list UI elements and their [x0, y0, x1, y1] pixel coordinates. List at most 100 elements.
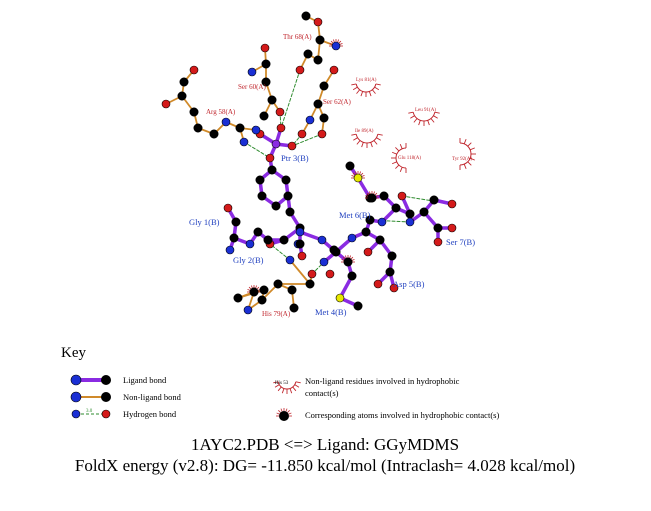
carbon-atom: [281, 175, 291, 185]
carbon-atom: [267, 165, 277, 175]
carbon-atom: [287, 285, 297, 295]
carbon-atom: [361, 227, 371, 237]
label-met4: Met 4(B): [315, 307, 347, 317]
carbon-atom: [405, 209, 415, 219]
carbon-atom: [231, 217, 241, 227]
label-thr68: Thr 68(A): [283, 33, 312, 41]
carbon-atom: [353, 301, 363, 311]
caption-energy: FoldX energy (v2.8): DG= -11.850 kcal/mo…: [75, 456, 575, 475]
hydrophobic-arc-spike: [374, 86, 380, 91]
legend-hydrophobic-label-2: contact(s): [305, 388, 339, 398]
oxygen-atom: [317, 129, 327, 139]
nitrogen-atom: [225, 245, 235, 255]
hydrophobic-contact-spike: [351, 174, 355, 177]
carbon-atom: [263, 235, 273, 245]
nitrogen-atom: [317, 235, 327, 245]
legend-hydrophobic-residue: His 53 Non-ligand residues involved in h…: [273, 376, 460, 398]
hydrophobic-arc-spike: [368, 91, 372, 97]
hydrophobic-contact-spike: [344, 255, 347, 259]
hydrophobic-arc-spike: [410, 115, 415, 119]
label-tyr92: Tyr 92(A): [452, 157, 472, 162]
hydrophobic-arc-spike: [408, 111, 414, 114]
carbon-atom: [261, 59, 271, 69]
label-his79: His 79(A): [262, 310, 291, 318]
oxygen-atom: [307, 269, 317, 279]
atoms: [161, 11, 457, 315]
nitrogen-atom: [331, 41, 341, 51]
hydrophobic-contact-spike: [341, 258, 345, 261]
oxygen-atom: [363, 247, 373, 257]
hydrophobic-arc-spike: [295, 381, 301, 384]
label-arg58: Arg 58(A): [206, 108, 236, 116]
legend-nitrogen-atom-3: [71, 409, 81, 419]
nitrogen-atom: [245, 239, 255, 249]
legend-nonligand-bond: Non-ligand bond: [70, 391, 182, 403]
legend-spike: [288, 412, 292, 415]
hydrophobic-arc-spike: [356, 140, 361, 145]
carbon-atom: [319, 113, 329, 123]
oxygen-atom: [373, 279, 383, 289]
hydrophobic-arc-spike: [289, 388, 293, 394]
carbon-atom: [305, 279, 315, 289]
nitrogen-atom: [247, 67, 257, 77]
oxygen-atom: [397, 191, 407, 201]
hydrophobic-arc-spike: [273, 381, 279, 384]
hydrophobic-contact-spike: [359, 171, 362, 175]
carbon-atom: [313, 55, 323, 65]
hydrophobic-arc-spike: [433, 115, 438, 119]
nitrogen-atom: [243, 305, 253, 315]
carbon-atom: [261, 77, 271, 87]
hydrophobic-contact-spike: [330, 40, 334, 44]
hydrophobic-contact-spike: [329, 42, 333, 45]
carbon-atom: [375, 235, 385, 245]
carbon-atom: [235, 123, 245, 133]
nitrogen-atom: [319, 257, 329, 267]
hydrophobic-contact-spike: [354, 171, 357, 175]
hydrogen-bond: [280, 69, 301, 129]
legend-spike: [276, 412, 280, 415]
hydrophobic-arc-spike: [418, 120, 421, 126]
hydrophobic-contact-spike: [361, 174, 365, 177]
hydrophobic-arc-spike: [399, 167, 403, 173]
carbon-atom: [273, 279, 283, 289]
label-ptr3: Ptr 3(B): [281, 153, 309, 163]
carbon-atom: [385, 267, 395, 277]
hydrophobic-arc-spike: [427, 120, 430, 126]
nitrogen-atom: [405, 217, 415, 227]
label-asp5: Asp 5(B): [393, 279, 425, 289]
legend-hydrophobic-label-1: Non-ligand residues involved in hydropho…: [305, 376, 460, 386]
oxygen-atom: [287, 141, 297, 151]
carbon-atom: [365, 215, 375, 225]
hydrophobic-contact-spike: [351, 258, 355, 261]
oxygen-atom: [447, 199, 457, 209]
oxygen-atom: [447, 223, 457, 233]
nitrogen-atom: [295, 227, 305, 237]
oxygen-atom: [276, 123, 286, 133]
hydrophobic-arc-spike: [413, 118, 418, 123]
carbon-atom: [209, 129, 219, 139]
label-ser7: Ser 7(B): [446, 237, 475, 247]
carbon-atom: [259, 285, 269, 295]
legend-hydrophobic-example: His 53: [275, 381, 289, 386]
nitrogen-atom: [347, 233, 357, 243]
carbon-atom: [179, 77, 189, 87]
hydrophobic-arcs: [351, 83, 476, 173]
hydrogen-bond: [291, 133, 323, 147]
oxygen-atom: [313, 17, 323, 27]
carbon-atom: [271, 201, 281, 211]
carbon-atom: [233, 293, 243, 303]
hydrophobic-contact-spike: [365, 194, 369, 197]
legend-nitrogen-atom-2: [70, 391, 82, 403]
hydrophobic-residue-glu118: [391, 143, 407, 173]
carbon-atom: [419, 207, 429, 217]
carbon-atom: [295, 239, 305, 249]
nitrogen-atom: [305, 115, 315, 125]
hydrophobic-contact-spike: [339, 42, 343, 45]
sulfur-atom: [353, 173, 363, 183]
legend-hydrogen-bond-label: Hydrogen bond: [123, 409, 177, 419]
carbon-atom: [285, 207, 295, 217]
legend-spiky-atom: [276, 408, 292, 421]
legend-spike: [285, 408, 288, 412]
legend: Key Ligand bond Non-ligand bond 3.0 Hydr…: [61, 345, 499, 421]
